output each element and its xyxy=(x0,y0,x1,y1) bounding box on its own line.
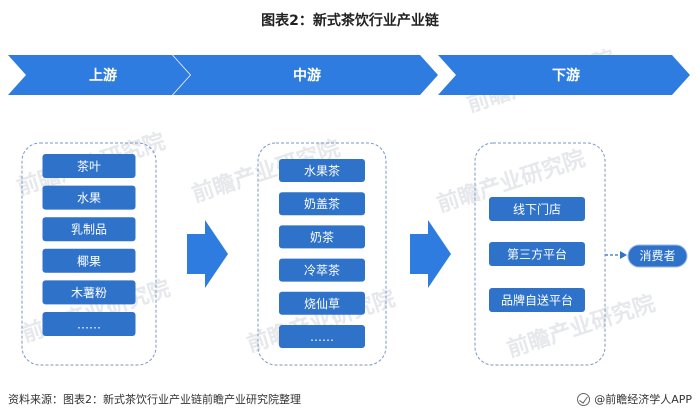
upstream-item-label: 椰果 xyxy=(77,253,101,268)
chart-title: 图表2：新式茶饮行业产业链 xyxy=(261,13,439,29)
source-note: 资料来源：图表2：新式茶饮行业产业链前瞻产业研究院整理 xyxy=(8,393,301,406)
brand-credit: @前瞻经济学人APP xyxy=(577,391,692,407)
flow-arrow-midstream-to-downstream xyxy=(410,220,451,288)
stage-label-upstream: 上游 xyxy=(89,67,117,84)
upstream-item-box xyxy=(42,312,136,336)
upstream-item-box xyxy=(42,280,136,305)
midstream-item-box xyxy=(279,325,365,348)
midstream-item-label: 水果茶 xyxy=(304,163,340,178)
upstream-item-label: 水果 xyxy=(77,191,101,205)
downstream-item-box xyxy=(489,242,585,266)
stage-banner-midstream xyxy=(173,55,438,95)
downstream-item-label: 品牌自送平台 xyxy=(501,293,573,308)
brand-logo-icon xyxy=(577,392,591,406)
midstream-item-label: 奶茶 xyxy=(310,229,334,244)
midstream-item-label: 烧仙草 xyxy=(304,297,340,311)
midstream-item-box xyxy=(279,192,365,216)
downstream-item-box xyxy=(489,197,585,221)
consumer-label: 消费者 xyxy=(639,249,675,263)
midstream-item-label: 奶盖茶 xyxy=(304,196,340,211)
stage-label-downstream: 下游 xyxy=(552,67,580,84)
upstream-item-box xyxy=(42,185,136,210)
upstream-item-label: …… xyxy=(77,318,101,332)
flow-arrow-upstream-to-midstream xyxy=(187,220,228,288)
upstream-item-box xyxy=(42,154,136,178)
upstream-item-label: 木薯粉 xyxy=(71,286,107,300)
consumer-box xyxy=(627,244,688,268)
downstream-item-label: 线下门店 xyxy=(513,202,561,217)
stage-banner-upstream xyxy=(8,55,190,95)
midstream-container xyxy=(257,142,387,366)
upstream-item-label: 乳制品 xyxy=(71,223,107,237)
downstream-item-label: 第三方平台 xyxy=(507,247,567,262)
midstream-item-label: 冷萃茶 xyxy=(304,263,340,278)
consumer-connector-arrowhead xyxy=(620,251,627,259)
midstream-item-box xyxy=(279,225,365,249)
upstream-item-box xyxy=(42,217,136,242)
downstream-item-box xyxy=(489,288,585,312)
midstream-item-label: …… xyxy=(310,330,334,344)
stage-label-midstream: 中游 xyxy=(293,67,321,84)
brand-text: @前瞻经济学人APP xyxy=(594,393,692,406)
midstream-item-box xyxy=(279,258,365,282)
midstream-item-box xyxy=(279,291,365,315)
downstream-container xyxy=(474,142,606,366)
upstream-item-box xyxy=(42,248,136,273)
midstream-item-box xyxy=(279,159,365,182)
upstream-item-label: 茶叶 xyxy=(77,159,101,174)
stage-banners: 上游 中游 下游 xyxy=(8,55,690,95)
stage-banner-downstream xyxy=(438,55,690,95)
